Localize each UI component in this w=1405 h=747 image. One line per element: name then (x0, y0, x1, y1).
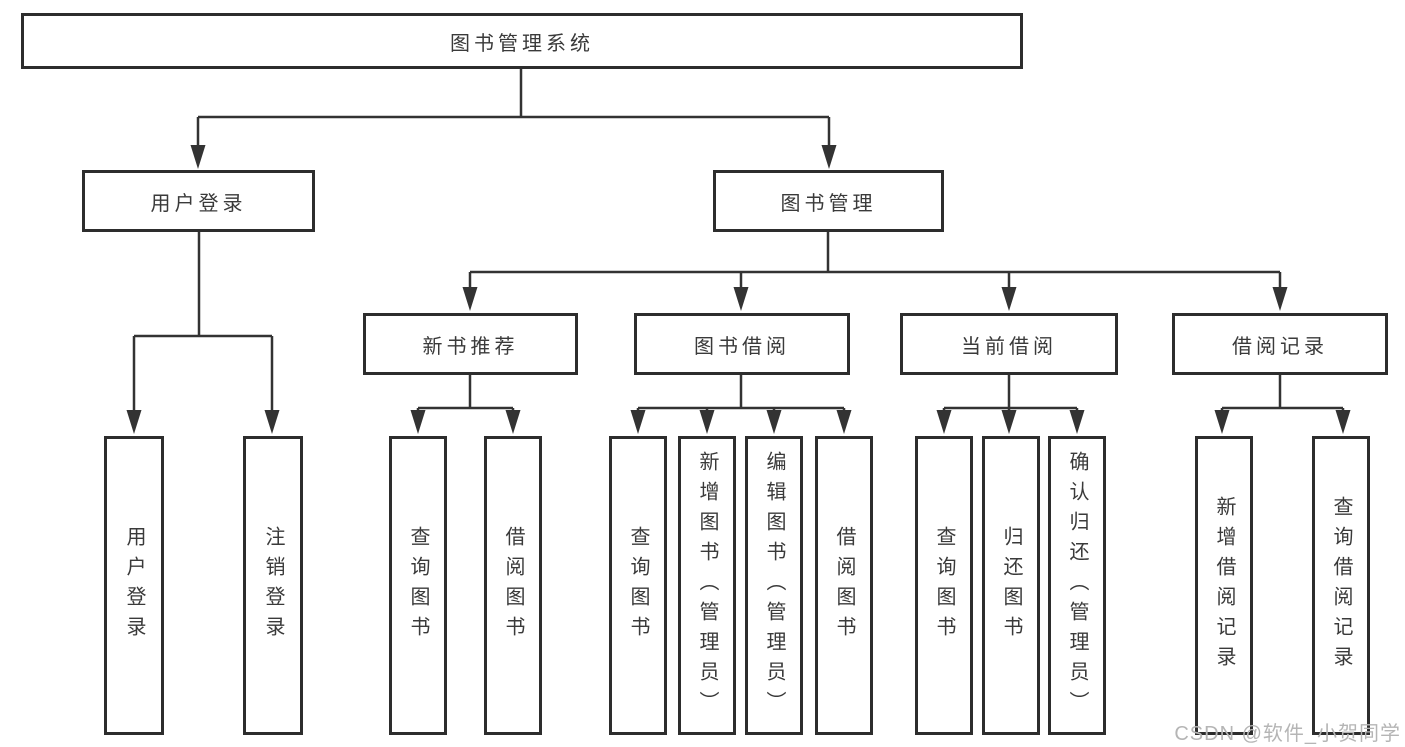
node-label: 当前借阅 (961, 335, 1057, 358)
node-label: 查询图书 (627, 525, 649, 646)
leaf-confirm-return-admin: 确认归还（管理员） (1048, 436, 1106, 735)
node-label: 用户登录 (123, 525, 145, 646)
node-root-system: 图书管理系统 (21, 13, 1023, 69)
leaf-query-books-recommend: 查询图书 (389, 436, 447, 735)
node-label: 新增借阅记录 (1213, 495, 1235, 676)
node-user-login-branch: 用户登录 (82, 170, 315, 232)
leaf-query-books-borrow: 查询图书 (609, 436, 667, 735)
leaf-borrow-books-recommend: 借阅图书 (484, 436, 542, 735)
csdn-watermark: CSDN @软件_小贺同学 (1174, 723, 1401, 745)
node-label: 图书借阅 (694, 335, 790, 358)
connector-arrows (126, 117, 1351, 434)
leaf-add-books-admin: 新增图书（管理员） (678, 436, 736, 735)
node-label: 借阅记录 (1232, 335, 1328, 358)
node-label: 借阅图书 (833, 525, 855, 646)
leaf-borrow-books: 借阅图书 (815, 436, 873, 735)
node-label: 图书管理系统 (450, 32, 594, 55)
node-label: 查询图书 (407, 525, 429, 646)
node-label: 查询借阅记录 (1330, 495, 1352, 676)
node-book-borrow: 图书借阅 (634, 313, 850, 375)
leaf-add-borrow-record: 新增借阅记录 (1195, 436, 1253, 735)
node-current-borrow: 当前借阅 (900, 313, 1118, 375)
node-book-management: 图书管理 (713, 170, 944, 232)
node-label: 图书管理 (780, 192, 877, 215)
connector-trunks (134, 69, 1343, 410)
node-borrow-records: 借阅记录 (1172, 313, 1388, 375)
node-new-book-recommend: 新书推荐 (363, 313, 578, 375)
node-label: 用户登录 (150, 192, 247, 215)
leaf-query-borrow-record: 查询借阅记录 (1312, 436, 1370, 735)
leaf-logout: 注销登录 (243, 436, 303, 735)
node-label: 新增图书（管理员） (696, 450, 718, 721)
node-label: 新书推荐 (422, 335, 519, 358)
node-label: 注销登录 (262, 525, 284, 646)
node-label: 归还图书 (1000, 525, 1022, 646)
leaf-user-login: 用户登录 (104, 436, 164, 735)
node-label: 查询图书 (933, 525, 955, 646)
node-label: 编辑图书（管理员） (763, 450, 785, 721)
leaf-return-books: 归还图书 (982, 436, 1040, 735)
leaf-edit-books-admin: 编辑图书（管理员） (745, 436, 803, 735)
leaf-query-books-current: 查询图书 (915, 436, 973, 735)
node-label: 确认归还（管理员） (1066, 450, 1088, 721)
node-label: 借阅图书 (502, 525, 524, 646)
